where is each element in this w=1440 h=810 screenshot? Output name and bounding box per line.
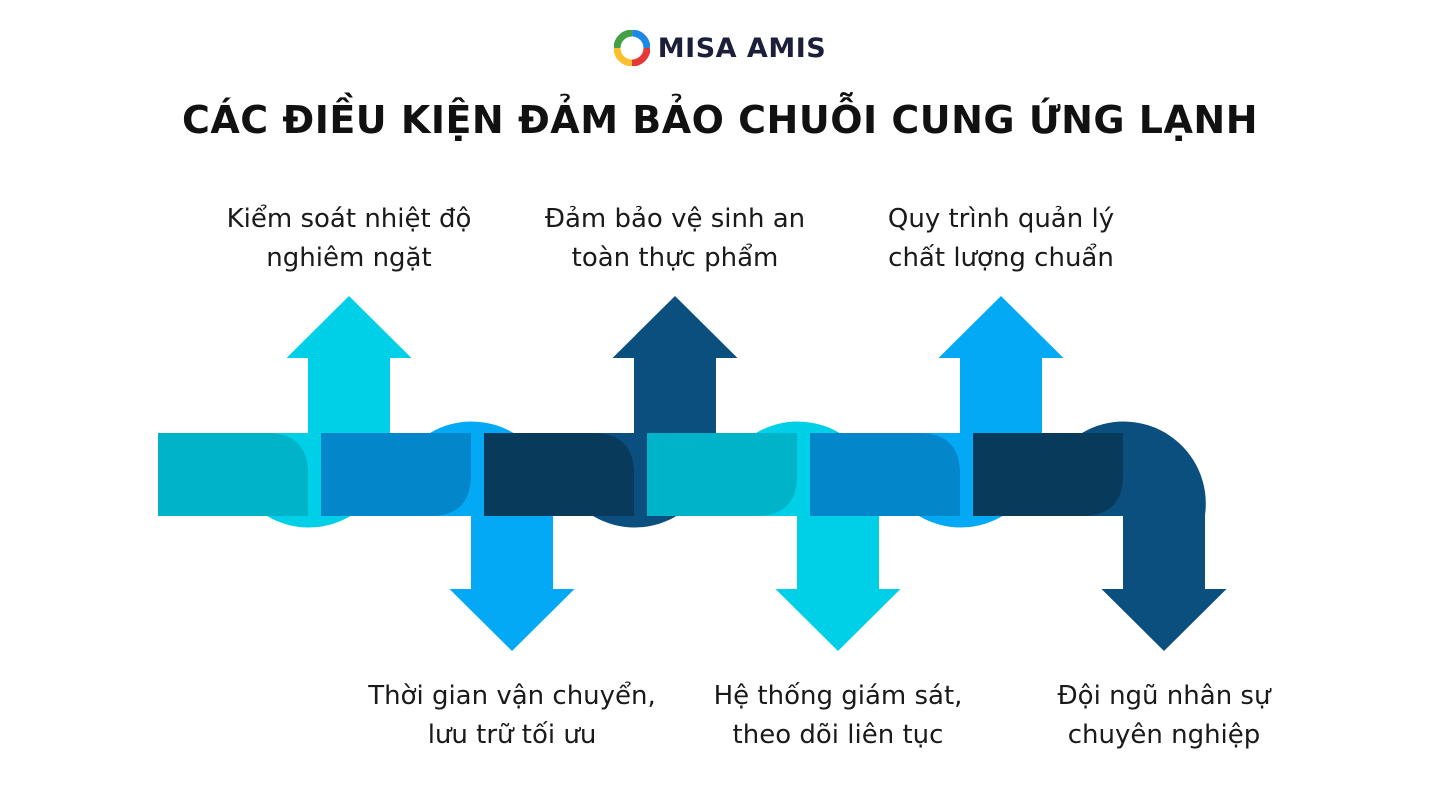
- step-label-line: lưu trữ tối ưu: [427, 720, 597, 750]
- arrow-shadow: [484, 433, 634, 516]
- arrow-down-icon: [775, 589, 901, 651]
- step-label-line: Hệ thống giám sát,: [713, 681, 963, 711]
- step-label-line: Quy trình quản lý: [887, 204, 1115, 234]
- arrow-up-icon: [286, 296, 412, 358]
- step-label-line: Kiểm soát nhiệt độ: [226, 204, 472, 234]
- step-label-line: nghiêm ngặt: [266, 243, 432, 273]
- step-label-line: Đảm bảo vệ sinh an: [544, 204, 806, 234]
- brand-name: MISA AMIS: [657, 32, 827, 64]
- step-label-line: chuyên nghiệp: [1067, 720, 1261, 750]
- step-label-line: Đội ngũ nhân sự: [1057, 681, 1271, 711]
- arrow-shadow: [158, 433, 308, 516]
- arrow-shadow: [810, 433, 960, 516]
- flow-arrow-4: [647, 421, 901, 651]
- step-label-6: Đội ngũ nhân sự chuyên nghiệp: [994, 677, 1334, 755]
- step-label-line: Thời gian vận chuyển,: [368, 681, 656, 711]
- step-label-4: Hệ thống giám sát, theo dõi liên tục: [668, 677, 1008, 755]
- arrow-shadow: [321, 433, 471, 516]
- step-label-line: chất lượng chuẩn: [888, 243, 1114, 273]
- step-label-line: toàn thực phẩm: [571, 243, 779, 273]
- arrow-shadow: [973, 433, 1123, 516]
- arrow-down-icon: [1101, 589, 1227, 651]
- arrow-down-icon: [449, 589, 575, 651]
- step-label-1: Kiểm soát nhiệt độ nghiêm ngặt: [179, 200, 519, 278]
- brand-header: MISA AMIS: [0, 30, 1440, 66]
- flow-arrow-6: [973, 421, 1227, 651]
- arrow-up-icon: [938, 296, 1064, 358]
- arrow-shadow: [647, 433, 797, 516]
- step-label-5: Quy trình quản lý chất lượng chuẩn: [831, 200, 1171, 278]
- arrow-up-icon: [612, 296, 738, 358]
- step-label-2: Thời gian vận chuyển, lưu trữ tối ưu: [342, 677, 682, 755]
- step-label-3: Đảm bảo vệ sinh an toàn thực phẩm: [505, 200, 845, 278]
- page-title: CÁC ĐIỀU KIỆN ĐẢM BẢO CHUỖI CUNG ỨNG LẠN…: [181, 98, 1259, 142]
- step-label-line: theo dõi liên tục: [732, 720, 944, 750]
- misa-amis-logo-icon: [613, 30, 650, 66]
